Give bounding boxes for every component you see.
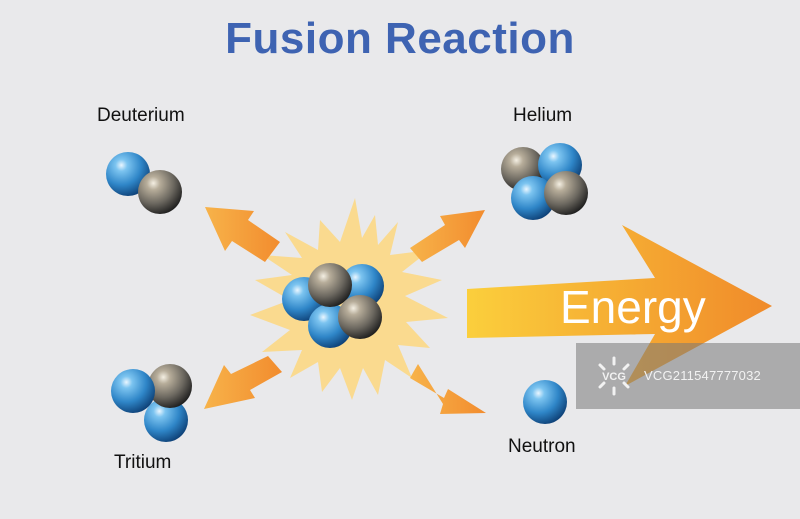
tritium-atom [111, 364, 192, 442]
neutron-sphere [138, 170, 182, 214]
watermark-id: VCG211547777032 [644, 368, 761, 383]
neutron-sphere [308, 263, 352, 307]
label-tritium: Tritium [114, 452, 172, 473]
helium-atom [501, 143, 588, 220]
arrow-to-deuterium [205, 207, 280, 262]
diagram-title: Fusion Reaction [225, 14, 575, 63]
watermark: VCG VCG211547777032 [576, 343, 800, 409]
svg-text:VCG: VCG [602, 371, 626, 383]
proton-sphere [144, 398, 188, 442]
deuterium-atom [106, 152, 182, 214]
arrow-to-tritium [204, 356, 282, 409]
proton-sphere [106, 152, 150, 196]
neutron-sphere [338, 295, 382, 339]
arrow-to-helium [410, 210, 485, 262]
free-neutron-sphere [523, 380, 567, 424]
proton-sphere [511, 176, 555, 220]
energy-label: Energy [560, 281, 706, 333]
label-neutron: Neutron [508, 436, 576, 457]
vcg-logo-icon: VCG [598, 356, 630, 396]
fused-nucleus [282, 263, 384, 348]
neutron-sphere [148, 364, 192, 408]
neutron-sphere [544, 171, 588, 215]
proton-sphere [111, 369, 155, 413]
label-helium: Helium [513, 105, 573, 126]
label-deuterium: Deuterium [97, 105, 185, 126]
arrow-to-neutron [410, 364, 486, 414]
